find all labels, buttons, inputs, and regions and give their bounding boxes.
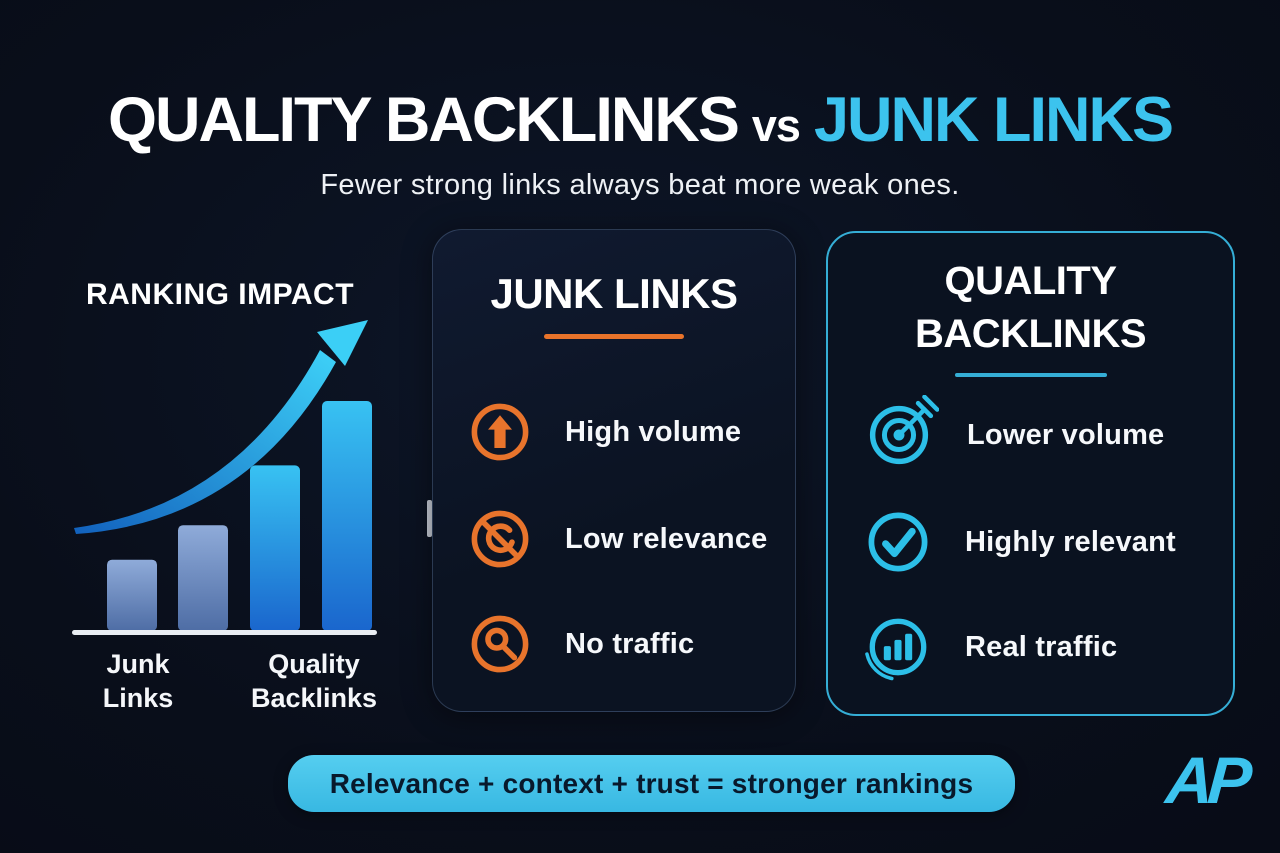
no-traffic-magnifier-icon [471,615,529,673]
quality-item-real-traffic: Real traffic [859,608,1117,686]
quality-item-lower-volume: Lower volume [859,395,1164,475]
target-dart-icon [869,395,939,465]
quality-card-underline [954,372,1107,377]
title-vs: vs [751,100,801,152]
ranking-bar-chart [72,320,377,635]
no-link-icon [471,510,529,568]
quality-card-title: QUALITY BACKLINKS [914,259,1147,356]
junk-card-underline [544,334,684,339]
junk-item-no-traffic: No traffic [468,612,694,676]
bar-junk-2 [178,525,228,631]
check-circle-icon [868,512,928,572]
quality-backlinks-card: QUALITY BACKLINKS Lower volume Highly re… [826,231,1235,716]
junk-card-title: JUNK LINKS [490,270,738,317]
arrow-up-circle-icon [471,403,529,461]
junk-item-high-volume: High volume [468,400,741,464]
takeaway-banner: Relevance + context + trust = stronger r… [288,755,1015,812]
growth-arrow-icon [74,320,368,534]
axis-label-junk-links: Junk Links [102,649,174,713]
bar-chart-circle-icon [865,618,927,681]
bar-junk-1 [107,559,157,631]
chart-axis-labels: Junk Links Quality Backlinks [68,648,398,738]
junk-item-label: No traffic [565,627,695,660]
junk-links-card: JUNK LINKS High volume Low relevance [432,229,796,712]
quality-item-label: Lower volume [967,418,1165,451]
ranking-impact-title: RANKING IMPACT [85,277,355,311]
junk-card-edge-mark [427,500,432,537]
quality-item-highly-relevant: Highly relevant [859,503,1176,581]
junk-item-label: High volume [565,415,742,448]
quality-item-label: Highly relevant [965,525,1176,558]
title-quality-backlinks: QUALITY BACKLINKS [108,85,740,156]
axis-label-quality-backlinks: Quality Backlinks [250,649,378,713]
chart-baseline [72,630,377,635]
junk-item-label: Low relevance [565,522,768,555]
quality-item-label: Real traffic [965,630,1118,663]
junk-item-low-relevance: Low relevance [468,507,767,571]
title-junk-links: JUNK LINKS [813,85,1174,156]
ap-logo: AP [1163,743,1249,817]
bar-quality-2 [322,401,372,631]
bar-quality-1 [250,465,300,631]
page-subtitle: Fewer strong links always beat more weak… [320,169,960,201]
